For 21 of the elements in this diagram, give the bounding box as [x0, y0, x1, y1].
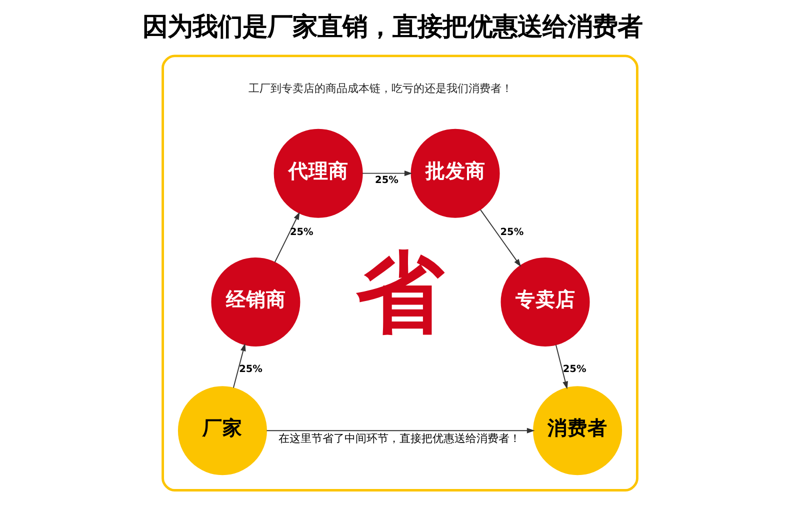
- arrow: [362, 170, 412, 176]
- arrow: [480, 209, 522, 267]
- edge-label: 25%: [375, 175, 398, 186]
- arrow: [232, 343, 246, 388]
- edge-label: 25%: [562, 364, 586, 375]
- cluster: [162, 54, 638, 492]
- diagram-title: 因为我们是厂家直销，直接把优惠送给消费者: [142, 11, 643, 42]
- arrow: [274, 212, 300, 263]
- label: 工厂到专卖店的商品成本链，吃亏的还是我们消费者！: [248, 82, 512, 95]
- node-circle: 经销商: [211, 257, 300, 346]
- arrow: [266, 428, 535, 434]
- edge-label: 25%: [239, 364, 262, 375]
- edge-label: 25%: [500, 226, 524, 238]
- node-circle: 代理商: [274, 128, 363, 218]
- edge-label: 25%: [290, 226, 314, 238]
- edge-label: 在这里节省了中间环节，直接把优惠送给消费者！: [278, 432, 521, 446]
- label: 省: [356, 240, 444, 344]
- arrow: [555, 344, 568, 390]
- node-circle: 批发商: [410, 128, 500, 218]
- node-circle: 消费者: [533, 386, 622, 476]
- node-circle: 厂家: [178, 386, 267, 476]
